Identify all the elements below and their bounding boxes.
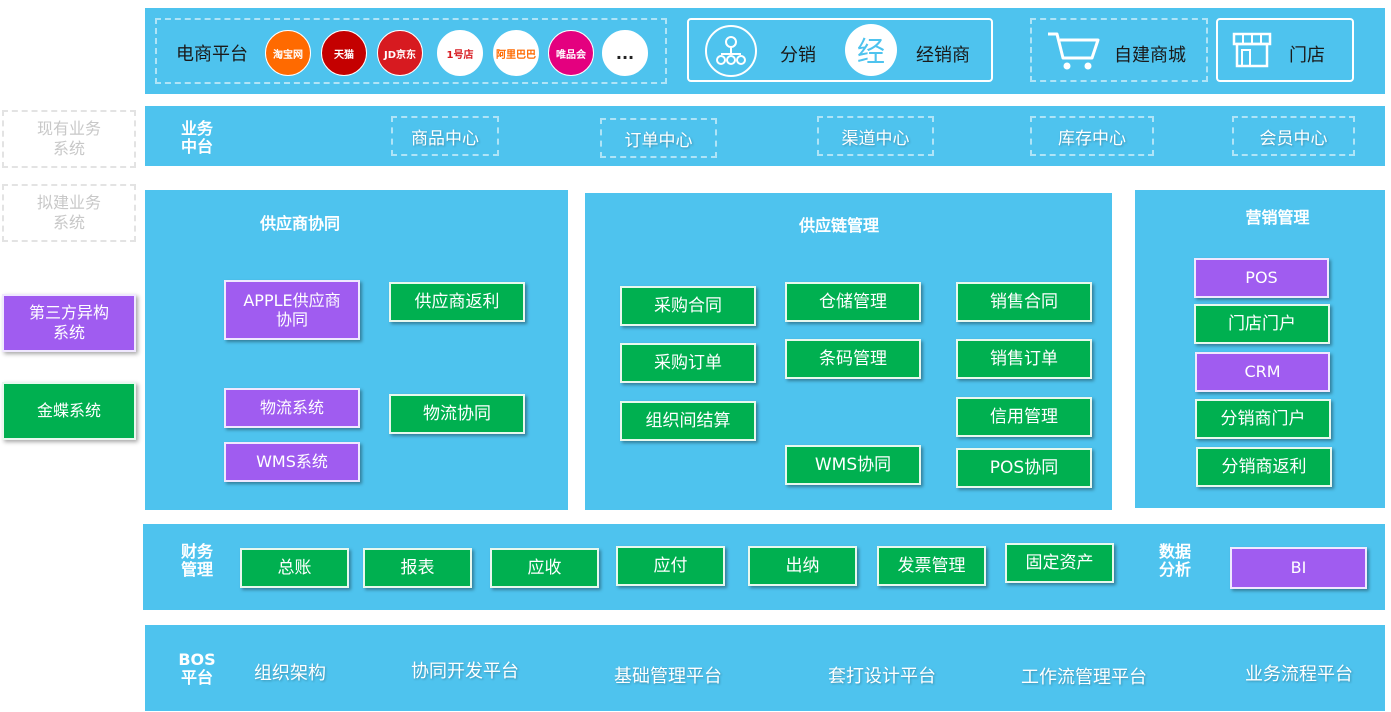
bos-business-process-platform: 业务流程平台 — [1245, 664, 1353, 685]
wms-collab: WMS协同 — [785, 445, 921, 485]
receivables: 应收 — [490, 548, 599, 588]
tmall-logo: 天猫 — [321, 30, 367, 76]
logistics-collab: 物流协同 — [389, 394, 525, 434]
taobao-logo: 淘宝网 — [265, 30, 311, 76]
store-portal: 门店门户 — [1194, 304, 1330, 344]
member-center: 会员中心 — [1232, 116, 1355, 156]
bos-print-design-platform: 套打设计平台 — [828, 666, 936, 687]
more-platforms-icon: ... — [602, 30, 648, 76]
bos-band — [145, 625, 1385, 711]
reports: 报表 — [363, 548, 472, 588]
bos-workflow-platform: 工作流管理平台 — [1021, 667, 1147, 688]
logistics-system: 物流系统 — [224, 388, 360, 428]
bos-label: BOS 平台 — [178, 650, 216, 688]
distributor-rebate: 分销商返利 — [1196, 447, 1332, 487]
shopping-cart-icon — [1046, 28, 1102, 76]
store-label: 门店 — [1289, 45, 1325, 66]
purchase-contract: 采购合同 — [620, 286, 756, 326]
crm-item: CRM — [1195, 352, 1330, 392]
inter-org-settlement: 组织间结算 — [620, 401, 756, 441]
sales-contract: 销售合同 — [956, 282, 1092, 322]
jd-logo: JD京东 — [377, 30, 423, 76]
bos-collab-dev-platform: 协同开发平台 — [411, 661, 519, 682]
self-mall-group — [1030, 18, 1208, 82]
warehouse-management: 仓储管理 — [785, 282, 921, 322]
vip-logo: 唯品会 — [548, 30, 594, 76]
finance-label: 财务 管理 — [180, 542, 213, 580]
supplier-rebate: 供应商返利 — [389, 282, 525, 322]
credit-management: 信用管理 — [956, 397, 1092, 437]
product-center: 商品中心 — [391, 116, 499, 156]
scm-title: 供应链管理 — [798, 216, 879, 235]
cashier: 出纳 — [748, 546, 857, 586]
legend-planned-system: 拟建业务 系统 — [2, 184, 136, 242]
apple-supplier-collab: APPLE供应商 协同 — [224, 280, 360, 340]
pos-collab: POS协同 — [956, 448, 1092, 488]
distribution-icon — [705, 25, 757, 77]
payables: 应付 — [616, 546, 725, 586]
distribution-label: 分销 — [780, 45, 816, 66]
general-ledger: 总账 — [240, 548, 349, 588]
wms-system: WMS系统 — [224, 442, 360, 482]
yhd-logo: 1号店 — [437, 30, 483, 76]
order-center: 订单中心 — [600, 118, 717, 158]
channel-center: 渠道中心 — [817, 116, 934, 156]
store-group — [1216, 18, 1354, 82]
purchase-order: 采购订单 — [620, 343, 756, 383]
ecommerce-label: 电商平台 — [176, 44, 248, 65]
inventory-center: 库存中心 — [1030, 116, 1154, 156]
business-center-band — [145, 106, 1385, 166]
sales-order: 销售订单 — [956, 339, 1092, 379]
supplier-collab-title: 供应商协同 — [259, 214, 340, 233]
distribution-group — [687, 18, 993, 82]
marketing-title: 营销管理 — [1245, 208, 1310, 227]
dealer-icon: 经 — [845, 24, 897, 76]
legend-existing-system: 现有业务 系统 — [2, 110, 136, 168]
storefront-icon — [1230, 28, 1274, 76]
distributor-portal: 分销商门户 — [1195, 399, 1331, 439]
pos-item: POS — [1194, 258, 1329, 298]
bos-base-mgmt-platform: 基础管理平台 — [614, 666, 722, 687]
invoice-management: 发票管理 — [877, 546, 986, 586]
dealer-label: 经销商 — [916, 45, 970, 66]
bi-item: BI — [1230, 547, 1367, 589]
bos-org-structure: 组织架构 — [254, 663, 326, 684]
business-center-label: 业务 中台 — [180, 119, 213, 157]
data-analysis-label: 数据 分析 — [1158, 542, 1191, 580]
legend-third-party-system: 第三方异构 系统 — [2, 294, 136, 352]
alibaba-logo: 阿里巴巴 — [493, 30, 539, 76]
barcode-management: 条码管理 — [785, 339, 921, 379]
legend-kingdee-system: 金蝶系统 — [2, 382, 136, 440]
self-mall-label: 自建商城 — [1114, 45, 1186, 66]
ecommerce-group — [155, 18, 667, 84]
fixed-assets: 固定资产 — [1005, 543, 1114, 583]
